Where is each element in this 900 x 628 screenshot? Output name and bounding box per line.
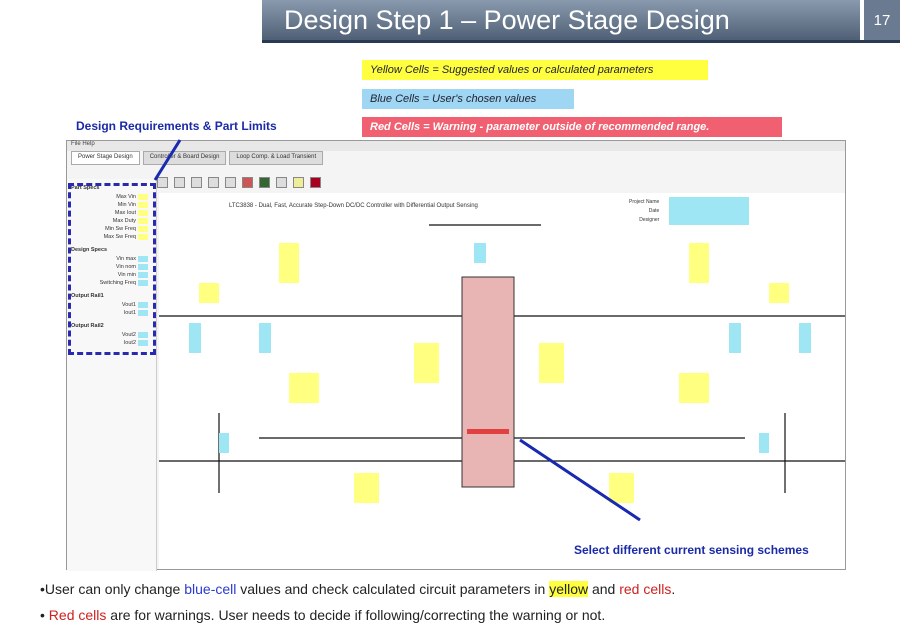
- title-divider: [262, 40, 900, 43]
- text: are for warnings. User needs to decide i…: [106, 607, 606, 623]
- yellow-text: yellow: [549, 581, 589, 597]
- blue-text: blue-cell: [184, 581, 237, 597]
- zoom-fit-icon[interactable]: [191, 177, 202, 188]
- tab-loop-comp[interactable]: Loop Comp. & Load Transient: [229, 151, 324, 165]
- project-fields: Project Name Date Designer: [629, 198, 659, 225]
- app-window: File Help Power Stage Design Controller …: [66, 140, 846, 571]
- edit-icon[interactable]: [276, 177, 287, 188]
- designer-label: Designer: [639, 217, 660, 223]
- sensing-callout: Select different current sensing schemes: [574, 543, 809, 557]
- field-label: Vout1: [121, 302, 136, 308]
- input-cell[interactable]: [138, 272, 148, 278]
- value-cell: [138, 234, 148, 240]
- slide-title: Design Step 1 – Power Stage Design: [262, 0, 860, 40]
- design-specs-heading: Design Specs: [71, 247, 108, 253]
- input-cell[interactable]: [138, 280, 148, 286]
- toolbar: [157, 177, 321, 188]
- tab-bar: Power Stage Design Controller & Board De…: [67, 151, 845, 165]
- input-cell[interactable]: [138, 264, 148, 270]
- text: •User can only change: [40, 581, 185, 597]
- zoom-out-icon[interactable]: [174, 177, 185, 188]
- legend-yellow: Yellow Cells = Suggested values or calcu…: [362, 60, 708, 80]
- field-label: Vout2: [121, 332, 136, 338]
- red-text: red cells: [619, 581, 672, 597]
- note-icon[interactable]: [293, 177, 304, 188]
- export-icon[interactable]: [225, 177, 236, 188]
- field-label: Max Duty: [112, 218, 136, 224]
- red-text: Red cells: [48, 607, 107, 623]
- field-label: Iout1: [123, 310, 136, 316]
- value-cell: [138, 210, 148, 216]
- input-cell[interactable]: [138, 340, 148, 346]
- field-label: Switching Freq: [99, 280, 136, 286]
- project-input[interactable]: [669, 197, 749, 225]
- input-cell[interactable]: [138, 310, 148, 316]
- schematic-title: LTC3838 - Dual, Fast, Accurate Step-Down…: [229, 203, 478, 209]
- warning-cell: [467, 429, 509, 434]
- tool-icon[interactable]: [242, 177, 253, 188]
- menu-bar[interactable]: File Help: [67, 141, 845, 151]
- value-cell: [138, 226, 148, 232]
- bullet-1: •User can only change blue-cell values a…: [40, 576, 675, 602]
- field-label: Min Vin: [117, 202, 136, 208]
- field-label: Iout2: [123, 340, 136, 346]
- input-cell[interactable]: [138, 256, 148, 262]
- design-requirements-callout: Design Requirements & Part Limits: [76, 119, 277, 133]
- value-cell: [138, 202, 148, 208]
- rail2-heading: Output Rail2: [71, 323, 104, 329]
- part-specs-heading: Part Specs: [71, 185, 100, 191]
- input-cell[interactable]: [138, 332, 148, 338]
- schematic-canvas: LTC3838 - Dual, Fast, Accurate Step-Down…: [159, 193, 845, 569]
- field-label: Vin min: [117, 272, 136, 278]
- field-label: Max Sw Freq: [103, 234, 136, 240]
- value-cell: [138, 218, 148, 224]
- text: •: [40, 607, 49, 623]
- chart-icon[interactable]: [259, 177, 270, 188]
- text: .: [671, 581, 676, 597]
- input-cell[interactable]: [138, 302, 148, 308]
- slide-bullets: •User can only change blue-cell values a…: [40, 576, 675, 628]
- project-name-label: Project Name: [629, 199, 660, 205]
- design-requirements-highlight: [68, 183, 156, 355]
- field-label: Min Sw Freq: [105, 226, 136, 232]
- design-spec-panel: Part Specs Max Vin Min Vin Max Iout Max …: [67, 179, 157, 571]
- page-number: 17: [862, 0, 900, 40]
- field-label: Max Iout: [114, 210, 136, 216]
- schematic-diagram: [159, 224, 845, 503]
- controller-ic: [461, 276, 515, 488]
- legend-red: Red Cells = Warning - parameter outside …: [362, 117, 782, 137]
- text: and: [588, 581, 620, 597]
- value-cell: [138, 194, 148, 200]
- field-label: Max Vin: [116, 194, 136, 200]
- tab-controller-board[interactable]: Controller & Board Design: [142, 151, 227, 165]
- bullet-2: • Red cells are for warnings. User needs…: [40, 602, 675, 628]
- print-icon[interactable]: [208, 177, 219, 188]
- field-label: Vin max: [116, 256, 136, 262]
- stop-icon[interactable]: [310, 177, 321, 188]
- tab-power-stage[interactable]: Power Stage Design: [71, 151, 140, 165]
- text: values and check calculated circuit para…: [236, 581, 550, 597]
- legend-blue: Blue Cells = User's chosen values: [362, 89, 574, 109]
- zoom-in-icon[interactable]: [157, 177, 168, 188]
- rail1-heading: Output Rail1: [71, 293, 104, 299]
- date-label: Date: [648, 208, 660, 214]
- field-label: Vin nom: [115, 264, 136, 270]
